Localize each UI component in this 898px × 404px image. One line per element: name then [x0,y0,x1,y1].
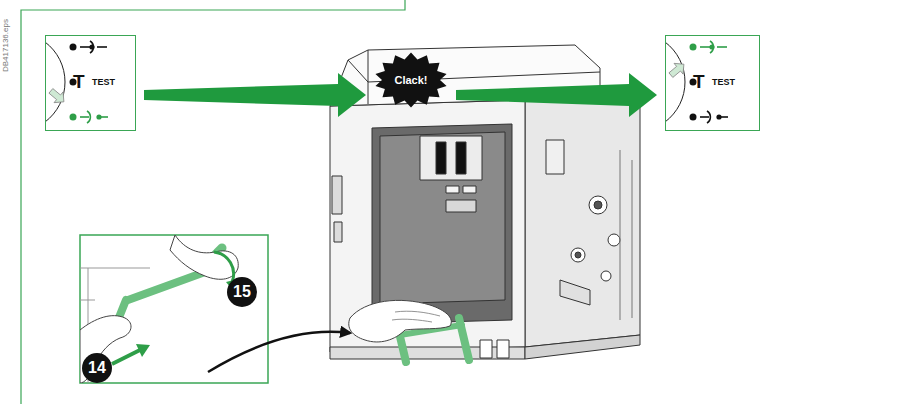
trip-unit [446,200,476,212]
connected-symbol [700,41,727,53]
position-arrow [46,85,68,107]
push-arrow [112,350,140,364]
position-dot [690,114,697,121]
cradle-base-side [525,335,640,359]
position-label: TEST [712,78,735,87]
cradle-front [330,100,525,352]
symbol-line [97,46,107,48]
symbol-dot [716,114,721,119]
hand [80,316,131,383]
side-gear [608,234,620,246]
position-letter: T [73,72,85,91]
side-bracket [332,176,342,214]
button-slot [456,142,466,174]
position-arrow [666,59,688,81]
position-letter: T [693,72,705,91]
front-plate [420,136,482,180]
inset-illustration [80,235,257,383]
side-gear [571,248,585,262]
clack-burst: Clack! [374,52,448,108]
indicator-arc [45,42,65,122]
cradle-side-plate [525,96,640,347]
side-link [560,280,590,305]
symbol-arc [90,41,93,53]
position-dot [690,44,697,51]
side-gear [575,252,581,258]
side-bracket [334,222,342,242]
inset-frame [80,235,268,383]
connected-symbol [80,41,107,53]
side-bracket [546,140,564,174]
breaker-front [372,124,512,324]
cradle-base [330,347,525,359]
sound-label: Clack! [374,75,448,86]
position-label: TEST [92,78,115,87]
disconnected-symbol [80,111,108,123]
position-dot [70,114,77,121]
indicator-panel: T TEST [665,35,760,131]
rotation-arrow [214,252,234,282]
symbol-arc [87,111,90,123]
position-dot [70,44,77,51]
button-slot [436,142,446,174]
breaker-hood [330,45,600,106]
side-gear [601,271,611,281]
circuit-breaker [330,45,640,359]
symbol-line [80,46,90,48]
base-slot [497,340,509,358]
side-gear [594,201,602,209]
disconnected-symbol [700,111,728,123]
callout-number: 14 [82,358,112,378]
indicator-panel: T TEST [45,35,136,131]
side-gear [589,196,607,214]
breaker-face [380,132,505,304]
symbol-line [717,46,727,48]
crank-grip [459,318,469,360]
breaker-edge [80,268,150,383]
push-arrow-head [136,344,150,357]
callout-number: 15 [227,282,257,302]
indicator-window [463,186,476,193]
symbol-arc [710,41,713,53]
flow-arrow [144,73,366,117]
finger-line [392,311,440,322]
side-rail [620,150,632,320]
indicator-arc [665,42,685,122]
pointer-arrow [208,332,350,372]
detail-inset [80,235,268,383]
flow-arrow [456,73,657,117]
crank-bar [128,272,205,300]
hand [349,300,452,342]
symbol-line [80,116,89,118]
symbol-line [700,46,710,48]
callout-circle [227,277,257,307]
racking-handle [349,300,469,362]
file-code: DB417136.eps [1,19,11,72]
base-slot [480,340,492,358]
symbol-arc [707,111,710,123]
symbol-line [721,116,728,118]
callout-circle [82,353,112,383]
symbol-line [101,116,108,118]
symbol-dot [96,114,101,119]
indicator-window [446,186,459,193]
symbol-line [700,116,709,118]
